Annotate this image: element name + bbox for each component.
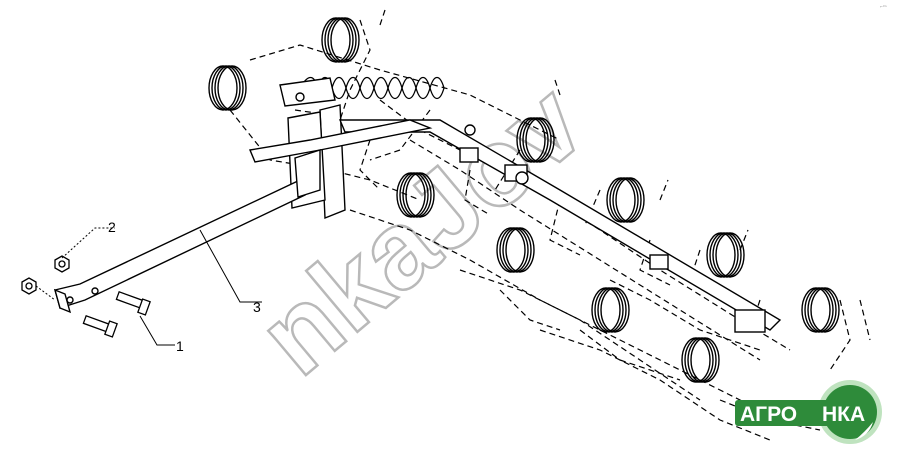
corner-mark: ⌐ᵒⁿ	[880, 4, 887, 10]
watermark: nkaJov	[235, 59, 607, 399]
watermark-text: nkaJov	[236, 60, 605, 398]
bolt-upper	[115, 290, 151, 316]
callout-2: 2	[108, 219, 116, 235]
leader-lines	[35, 227, 262, 346]
bolt-lower	[82, 314, 118, 338]
agronka-logo: АГРО НКА	[735, 380, 882, 444]
fasteners	[21, 255, 151, 338]
logo-left-text: АГРО	[740, 403, 797, 426]
logo-right-text: НКА	[822, 403, 865, 426]
callout-3: 3	[253, 299, 261, 315]
callout-1: 1	[176, 338, 184, 354]
drawbar	[53, 149, 321, 314]
callouts: 1 2 3	[108, 219, 261, 354]
